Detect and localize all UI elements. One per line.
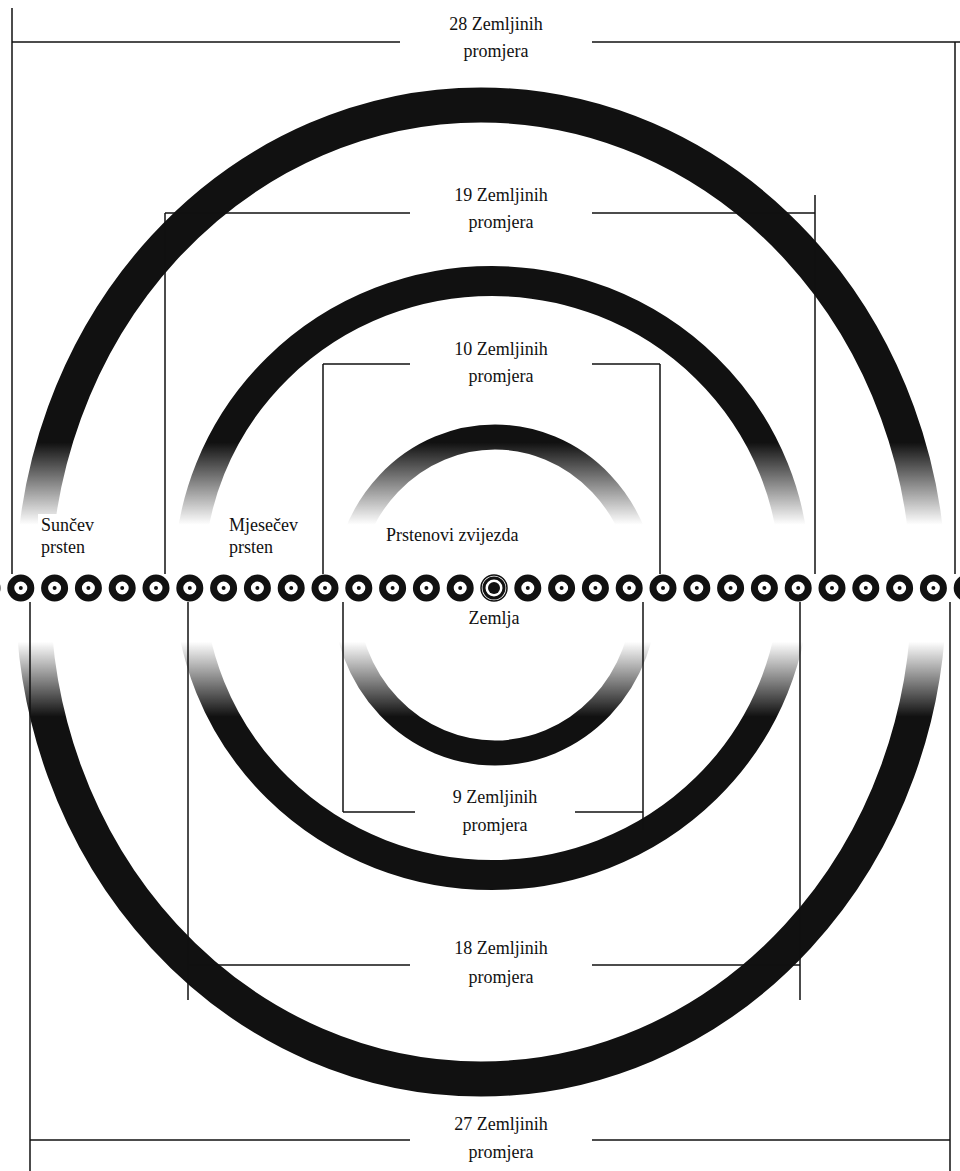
sphere-bead	[754, 578, 774, 598]
small-ring-row	[0, 575, 960, 601]
sphere-bead	[315, 578, 335, 598]
sphere-bead	[383, 578, 403, 598]
dimension-label: 10 Zemljinih promjera	[431, 336, 571, 390]
sphere-bead	[653, 578, 673, 598]
bead-dot	[19, 586, 23, 590]
sphere-bead	[146, 578, 166, 598]
bead-dot	[661, 586, 665, 590]
bead-dot	[729, 586, 733, 590]
dimension-label: 18 Zemljinih promjera	[431, 934, 571, 992]
bead-dot	[864, 586, 868, 590]
bead-dot	[762, 586, 766, 590]
earth-outline	[481, 575, 507, 601]
ring-label: Mjesečev prsten	[226, 514, 318, 558]
sphere-bead	[416, 578, 436, 598]
sphere-bead	[78, 578, 98, 598]
bead-dot	[222, 586, 226, 590]
bead-dot	[526, 586, 530, 590]
sphere-bead	[619, 578, 639, 598]
sphere-bead	[247, 578, 267, 598]
star-ring	[345, 437, 645, 753]
sphere-bead	[687, 578, 707, 598]
dimension-lines	[12, 8, 960, 1171]
bead-dot	[898, 586, 902, 590]
bead-dot	[357, 586, 361, 590]
sphere-bead	[552, 578, 572, 598]
sphere-bead	[890, 578, 910, 598]
bead-dot	[53, 586, 57, 590]
sphere-bead	[822, 578, 842, 598]
dimension-label: 9 Zemljinih promjera	[425, 783, 565, 839]
bead-dot	[188, 586, 192, 590]
sphere-bead	[281, 578, 301, 598]
sphere-bead	[585, 578, 605, 598]
sphere-bead	[214, 578, 234, 598]
bead-dot	[120, 586, 124, 590]
dimension-label: 28 Zemljinih promjera	[426, 11, 566, 65]
sphere-bead	[788, 578, 808, 598]
sphere-bead	[349, 578, 369, 598]
sphere-bead	[923, 578, 943, 598]
bead-dot	[458, 586, 462, 590]
sphere-bead	[112, 578, 132, 598]
sphere-bead	[957, 578, 960, 598]
bead-dot	[560, 586, 564, 590]
ring-label: Sunčev prsten	[38, 514, 118, 558]
sphere-bead	[180, 578, 200, 598]
bead-dot	[86, 586, 90, 590]
bead-dot	[695, 586, 699, 590]
bead-dot	[289, 586, 293, 590]
sphere-rings	[33, 105, 929, 1079]
bead-dot	[255, 586, 259, 590]
bead-dot	[796, 586, 800, 590]
bead-dot	[593, 586, 597, 590]
sphere-bead	[11, 578, 31, 598]
ring-label: Prstenovi zvijezda	[383, 524, 521, 546]
earth-core	[488, 582, 500, 594]
sphere-bead	[721, 578, 741, 598]
sphere-bead	[856, 578, 876, 598]
sun-ring	[33, 105, 929, 1079]
bead-dot	[154, 586, 158, 590]
sphere-bead	[450, 578, 470, 598]
bead-dot	[391, 586, 395, 590]
bead-dot	[323, 586, 327, 590]
bead-dot	[424, 586, 428, 590]
moon-ring	[189, 281, 795, 875]
dimension-label: 27 Zemljinih promjera	[431, 1110, 571, 1166]
bead-dot	[627, 586, 631, 590]
earth-circle	[484, 578, 504, 598]
dimension-label: 19 Zemljinih promjera	[431, 182, 571, 236]
bead-dot	[931, 586, 935, 590]
sphere-bead	[45, 578, 65, 598]
sphere-bead	[518, 578, 538, 598]
bead-dot	[830, 586, 834, 590]
earth-label: Zemlja	[466, 607, 523, 629]
